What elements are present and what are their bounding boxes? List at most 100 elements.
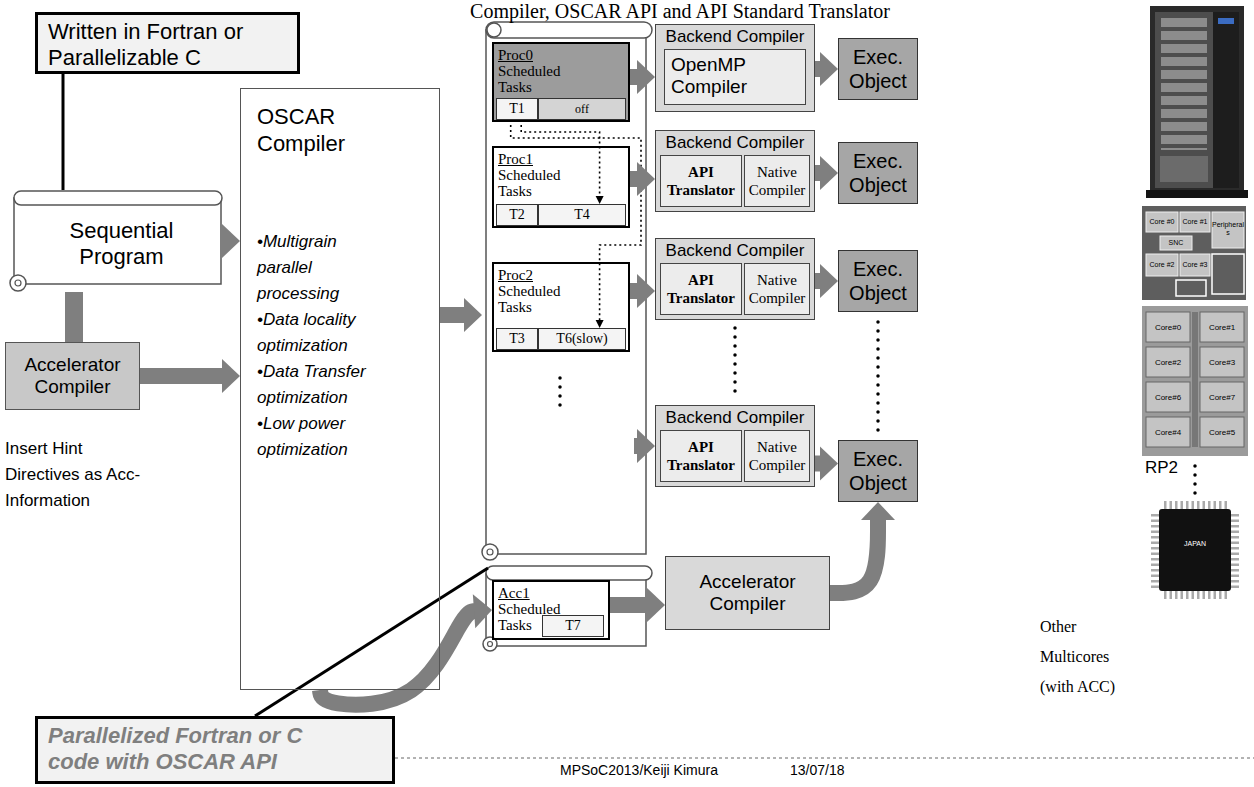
chip-bus — [1192, 312, 1198, 447]
core-block — [1200, 382, 1244, 412]
node-text: •Multigrain parallel processing — [257, 229, 392, 307]
chip-package — [1155, 505, 1235, 595]
block-arrow — [440, 298, 482, 332]
chip-name: RP2 — [1145, 458, 1189, 478]
chip-illustration — [1142, 306, 1248, 456]
node-text: Backend Compiler — [656, 133, 814, 153]
core-block — [1146, 417, 1190, 447]
scroll-curl — [487, 23, 501, 37]
block-arrow — [630, 162, 655, 196]
chip-die — [1142, 206, 1246, 300]
node-text: T2 — [509, 207, 525, 223]
arrow-head — [222, 359, 240, 393]
task-box: T3 — [496, 328, 538, 350]
chip-pins — [1164, 591, 1228, 599]
core-label: Core#0 — [1146, 323, 1190, 332]
core-block — [1146, 382, 1190, 412]
node-text: T1 — [509, 101, 525, 117]
block-arrow — [815, 447, 838, 481]
node-text: Acc1 — [498, 585, 604, 601]
node-text: Scheduled Tasks — [498, 167, 578, 199]
connector-line — [320, 611, 475, 704]
core-block — [1200, 417, 1244, 447]
arrow-head — [820, 264, 838, 298]
core-block — [1200, 312, 1244, 342]
ellipsis-dots — [733, 328, 737, 400]
accelerator-box: Acc1Scheduled TasksT7 — [492, 580, 610, 640]
translator-box: API Translator — [660, 430, 742, 482]
leader-line — [63, 74, 64, 190]
core-block — [1146, 254, 1178, 276]
server-panel — [1160, 156, 1208, 182]
node-text: Proc0 — [498, 47, 624, 63]
note-text: Insert Hint Directives as Acc-Informatio… — [5, 436, 155, 514]
note-text: Other Multicores (with ACC) — [1040, 612, 1140, 702]
arrow-head — [820, 156, 838, 190]
processor-box: Proc1Scheduled TasksT2T4 — [492, 146, 630, 228]
core-label: Peripherals — [1212, 221, 1244, 237]
compiler-box: OSCAR Compiler •Multigrain parallel proce… — [240, 88, 440, 690]
arrow-head — [637, 274, 655, 308]
node-text: Written in Fortran or Parallelizable C — [48, 19, 287, 71]
scroll-roll — [14, 191, 222, 205]
node-text: Accelerator Compiler — [666, 571, 829, 615]
block-arrow — [830, 502, 895, 593]
core-label: Core #2 — [1146, 261, 1178, 269]
callout-box: Written in Fortran or Parallelizable C — [35, 12, 300, 74]
ellipsis-dots — [876, 322, 880, 432]
core-label: Core #1 — [1180, 218, 1210, 226]
core-label: SNC — [1160, 239, 1192, 247]
core-label: Core#1 — [1200, 323, 1244, 332]
arrow-head — [596, 196, 604, 204]
ellipsis-dots — [1193, 466, 1197, 496]
block-arrow — [630, 60, 655, 94]
core-label: Core#4 — [1146, 428, 1190, 437]
chip-body — [1159, 509, 1231, 591]
core-label: Core#5 — [1200, 428, 1244, 437]
block-arrow — [630, 274, 655, 308]
server-front — [1155, 12, 1213, 188]
core-block — [1212, 212, 1244, 248]
scroll-curl — [487, 549, 493, 555]
chip-pins — [1231, 514, 1239, 588]
compiler-box: Native Compiler — [744, 155, 810, 207]
core-label: Core #3 — [1180, 261, 1210, 269]
chip-pins — [1164, 501, 1228, 509]
server-badge — [1218, 18, 1234, 24]
footer-text: MPSoC2013/Keiji Kimura — [560, 762, 760, 778]
core-block — [1180, 212, 1210, 232]
scroll-roll — [486, 566, 652, 580]
node-text: T4 — [574, 207, 590, 223]
connector-line — [630, 69, 638, 85]
backend-box: Backend CompilerAPI TranslatorNative Com… — [655, 238, 815, 320]
node-text: Scheduled Tasks — [498, 283, 578, 315]
node-text: •Low power optimization — [257, 411, 392, 463]
node-text: Exec. Object — [839, 447, 917, 495]
node-text: Backend Compiler — [656, 241, 814, 261]
node-text: T3 — [509, 331, 525, 347]
compiler-box: Native Compiler — [744, 430, 810, 482]
chip-outline — [1212, 254, 1244, 294]
node-text: Native Compiler — [747, 438, 807, 474]
slide-title: Compiler, OSCAR API and API Standard Tra… — [400, 0, 960, 23]
core-block — [1180, 254, 1210, 276]
node-text: API Translator — [663, 438, 739, 474]
connector-line — [610, 597, 648, 613]
scroll-curl — [10, 275, 26, 291]
scroll-curl — [482, 544, 498, 560]
core-label: Core#2 — [1146, 358, 1190, 367]
core-label: Core#3 — [1200, 358, 1244, 367]
node-text: API Translator — [663, 163, 739, 199]
node-text: OpenMP Compiler — [671, 54, 761, 98]
server-side — [1213, 12, 1239, 188]
scroll-body — [14, 198, 221, 284]
arrow-head — [861, 502, 895, 520]
dependency-arrow — [521, 120, 603, 204]
scroll-curl — [488, 642, 493, 647]
node-text: Parallelized Fortran or C code with OSCA… — [48, 723, 318, 775]
processor-box: Proc0Scheduled TasksT1off — [492, 42, 630, 122]
task-box: T2 — [496, 204, 538, 226]
node-text: OSCAR Compiler — [257, 103, 397, 157]
block-arrow — [815, 52, 838, 86]
node-text: Exec. Object — [839, 257, 917, 305]
